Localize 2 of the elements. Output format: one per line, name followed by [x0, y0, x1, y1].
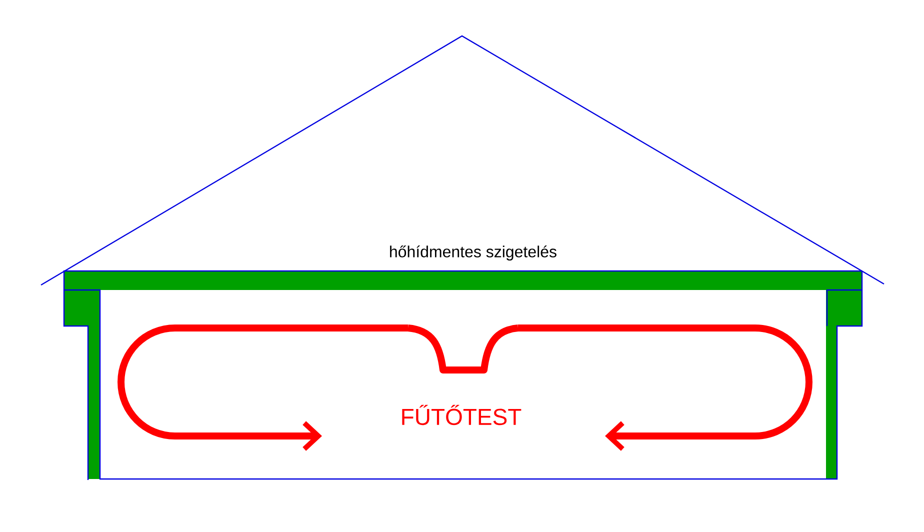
- label-text: FŰTŐTEST: [402, 404, 522, 426]
- label-text: hőhídmentes szigetelés: [390, 245, 556, 261]
